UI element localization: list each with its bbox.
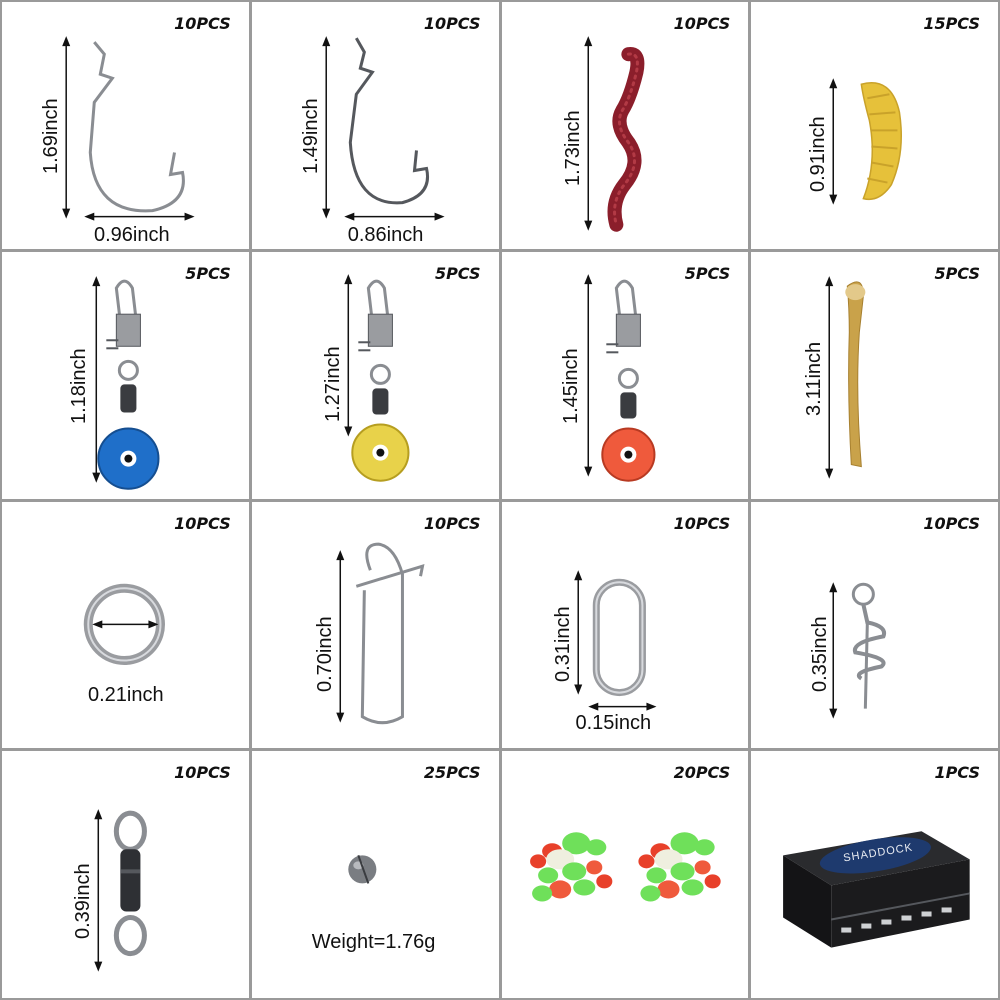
length-label: 0.31inch xyxy=(551,605,574,682)
safety-snap-icon xyxy=(336,542,425,724)
size-label: 0.21inch xyxy=(88,683,164,706)
piece-count: 1PCS xyxy=(934,763,980,783)
offset-hook-small-icon xyxy=(321,36,445,221)
weight-label: Weight=1.76g xyxy=(311,931,436,954)
cell-offset-hook-small: 10PCS 1.49inch 0.86inch xyxy=(251,2,499,249)
piece-count: 10PCS xyxy=(423,513,481,533)
length-label: 1.69inch xyxy=(40,98,62,174)
cell-red-worm: 10PCS 1.73inch xyxy=(501,2,749,249)
length-label: 3.11inch xyxy=(803,341,826,416)
piece-count: 10PCS xyxy=(174,14,231,33)
yellow-float-swivel-icon xyxy=(344,273,410,482)
bait-spring-icon xyxy=(829,581,887,719)
length-label: 0.70inch xyxy=(313,615,336,692)
width-label: 0.96inch xyxy=(94,224,170,246)
oval-ring-icon xyxy=(573,569,656,711)
piece-count: 10PCS xyxy=(673,513,731,533)
length-label: 0.91inch xyxy=(807,116,830,192)
length-label: 0.39inch xyxy=(72,863,94,940)
piece-count: 5PCS xyxy=(934,263,980,283)
cell-tackle-box: 1PCS SHADDOCK xyxy=(751,751,998,998)
cell-offset-hook-large: 10PCS 1.69inch 0.96inch xyxy=(2,2,249,249)
cell-orange-float: 5PCS 1.45inch xyxy=(501,251,749,499)
cell-shad-lure: 5PCS 3.11inch xyxy=(751,251,998,499)
width-label: 0.86inch xyxy=(347,224,424,246)
cell-snap: 10PCS 0.70inch xyxy=(251,501,499,749)
glow-beads-icon xyxy=(529,832,721,902)
length-label: 1.73inch xyxy=(561,110,584,186)
piece-count: 5PCS xyxy=(684,263,731,283)
offset-hook-large-icon xyxy=(62,36,195,221)
red-worm-icon xyxy=(583,36,644,232)
piece-count: 5PCS xyxy=(185,263,231,283)
piece-count: 10PCS xyxy=(423,14,481,33)
piece-count: 10PCS xyxy=(673,14,731,33)
width-label: 0.15inch xyxy=(575,711,652,734)
length-label: 1.18inch xyxy=(68,348,90,424)
blue-float-swivel-icon xyxy=(92,275,160,490)
cell-split-ring: 10PCS 0.21inch xyxy=(2,501,249,749)
yellow-grub-icon xyxy=(829,78,903,205)
length-label: 0.35inch xyxy=(809,615,832,692)
cell-yellow-grub: 15PCS 0.91inch xyxy=(751,2,998,249)
shad-lure-icon xyxy=(825,275,866,479)
split-ring-icon xyxy=(83,583,165,665)
length-label: 1.27inch xyxy=(321,346,344,422)
length-label: 1.49inch xyxy=(299,98,322,174)
split-shot-weight-icon xyxy=(348,855,377,884)
piece-count: 15PCS xyxy=(923,14,980,33)
cell-bait-spring: 10PCS 0.35inch xyxy=(751,501,998,749)
cell-rolling-swivel: 10PCS 0.39inch xyxy=(2,751,249,998)
cell-oval-ring: 10PCS 0.31inch 0.15inch xyxy=(501,501,749,749)
orange-float-swivel-icon xyxy=(583,273,655,482)
cell-blue-float: 5PCS 1.18inch xyxy=(2,251,249,499)
cell-yellow-float: 5PCS 1.27inch xyxy=(251,251,499,499)
piece-count: 10PCS xyxy=(174,763,231,783)
piece-count: 25PCS xyxy=(423,763,481,783)
tackle-box-icon xyxy=(783,831,971,948)
piece-count: 5PCS xyxy=(434,263,481,283)
length-label: 1.45inch xyxy=(559,348,582,424)
piece-count: 10PCS xyxy=(923,513,980,533)
piece-count: 20PCS xyxy=(673,763,731,783)
rolling-swivel-icon xyxy=(94,809,147,972)
cell-beads: 20PCS xyxy=(501,751,749,998)
piece-count: 10PCS xyxy=(174,513,231,533)
cell-split-shot: 25PCS Weight=1.76g xyxy=(251,751,499,998)
